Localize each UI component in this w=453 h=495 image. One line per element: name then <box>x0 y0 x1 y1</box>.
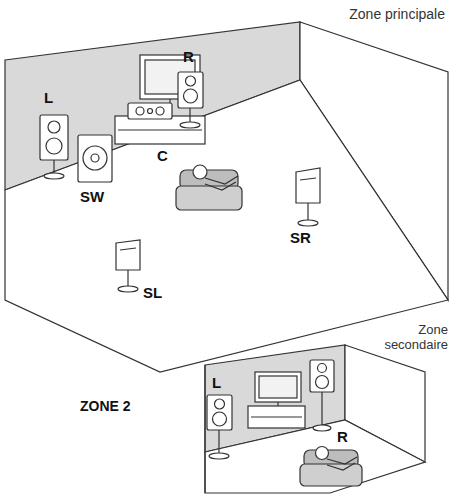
speaker-symbol <box>178 72 203 128</box>
callout-label: ZONE 2 <box>80 398 131 414</box>
subwoofer-symbol <box>78 135 112 182</box>
callout-label: L <box>212 374 221 391</box>
speaker-symbol <box>207 395 232 459</box>
callout-label: SL <box>143 284 162 301</box>
speaker-symbol <box>116 240 140 292</box>
tv-set <box>248 372 305 428</box>
callout-label: C <box>157 147 168 164</box>
callout-label: R <box>337 428 348 445</box>
sofa-listener <box>176 165 242 210</box>
callout-label: SR <box>290 229 311 246</box>
floor <box>5 80 448 372</box>
callout-label: SW <box>80 188 104 205</box>
callout-label: Zone secondaire <box>370 322 448 352</box>
tv-set <box>115 55 205 144</box>
callout-label: R <box>183 48 194 65</box>
callout-label: Zone principale <box>349 6 445 22</box>
floor <box>205 420 425 493</box>
speaker-symbol <box>296 168 320 226</box>
speaker-symbol <box>310 360 334 431</box>
callout-label: L <box>44 89 53 106</box>
wall-edge <box>204 365 205 493</box>
speaker-symbol <box>40 115 68 179</box>
sofa-listener <box>300 447 362 487</box>
